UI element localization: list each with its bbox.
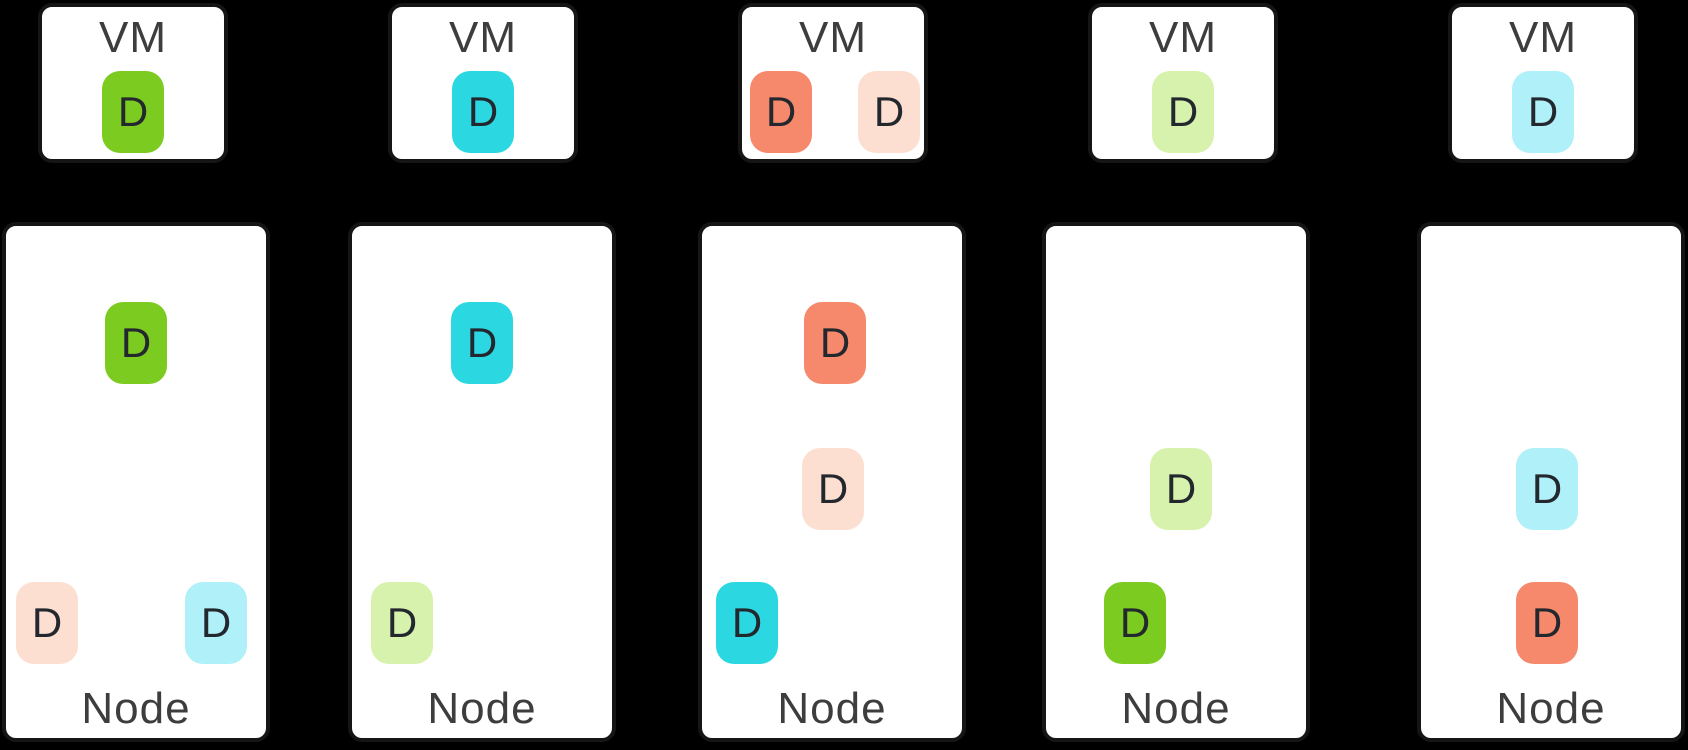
node-label: Node: [777, 684, 887, 733]
disk-chip-light-green: D: [1152, 71, 1214, 153]
disk-chip-green: D: [105, 302, 167, 384]
disk-chip-light-cyan: D: [185, 582, 247, 664]
vm-label: VM: [1149, 13, 1217, 62]
node-label: Node: [1496, 684, 1606, 733]
disk-chip-peach: D: [858, 71, 920, 153]
disk-chip-cyan: D: [716, 582, 778, 664]
disk-chip-salmon: D: [1516, 582, 1578, 664]
disk-chip-light-green: D: [371, 582, 433, 664]
disk-chip-peach: D: [16, 582, 78, 664]
vm-label: VM: [449, 13, 517, 62]
vm-label: VM: [799, 13, 867, 62]
vm-box-1: VM D: [38, 3, 228, 163]
disk-chip-salmon: D: [804, 302, 866, 384]
vm-label: VM: [99, 13, 167, 62]
vm-label: VM: [1509, 13, 1577, 62]
disk-chip-green: D: [102, 71, 164, 153]
vm-box-2: VM D: [388, 3, 578, 163]
node-label: Node: [427, 684, 537, 733]
node-box-2: Node D D: [348, 222, 616, 742]
disk-chip-light-cyan: D: [1512, 71, 1574, 153]
disk-chip-light-cyan: D: [1516, 448, 1578, 530]
disk-chip-peach: D: [802, 448, 864, 530]
disk-chip-light-green: D: [1150, 448, 1212, 530]
disk-chip-cyan: D: [451, 302, 513, 384]
disk-chip-green: D: [1104, 582, 1166, 664]
node-label: Node: [1121, 684, 1231, 733]
vm-box-4: VM D: [1088, 3, 1278, 163]
disk-chip-cyan: D: [452, 71, 514, 153]
vm-box-5: VM D: [1448, 3, 1638, 163]
disk-chip-salmon: D: [750, 71, 812, 153]
node-label: Node: [81, 684, 191, 733]
